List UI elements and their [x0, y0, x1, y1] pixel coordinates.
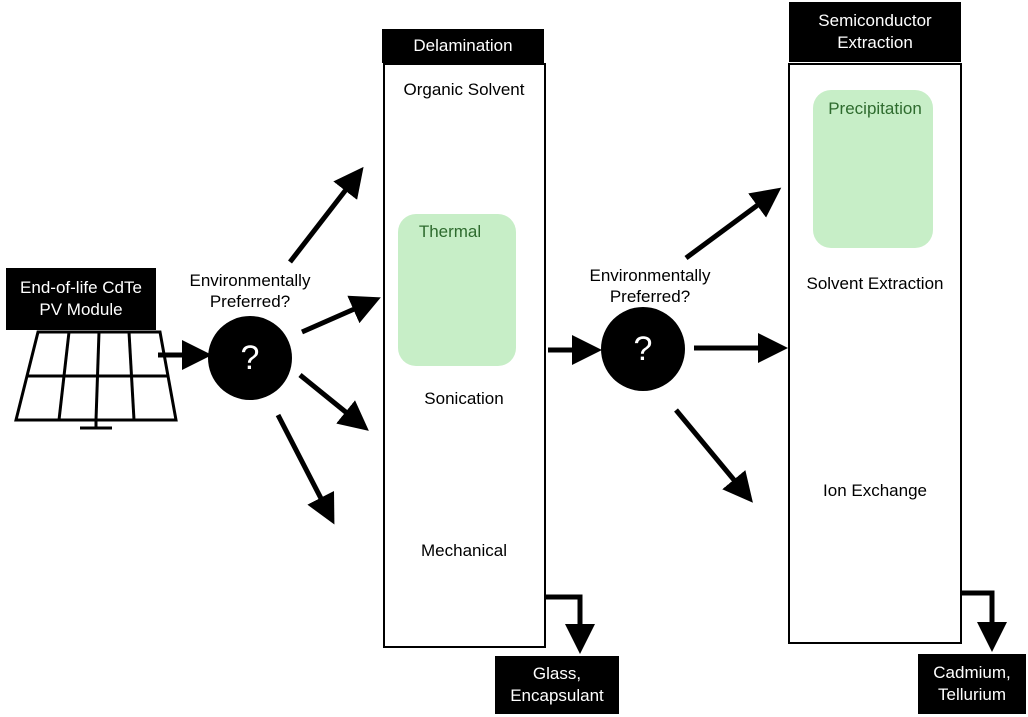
- arrow-to-mechanical: [275, 413, 335, 525]
- arrow-to-precipitation: [684, 187, 782, 261]
- arrow-to-sonication: [298, 373, 369, 431]
- decision1-question-line1: Environmentally: [189, 271, 311, 290]
- decision1-question-mark: ?: [240, 338, 260, 377]
- decision1-question-line2: Preferred?: [209, 292, 291, 311]
- output-glass-line1: Glass,: [532, 664, 582, 683]
- input-label-line2: PV Module: [39, 300, 123, 319]
- extraction-title-line1: Semiconductor: [818, 11, 932, 30]
- method-thermal: Thermal: [418, 222, 482, 241]
- output-cadmium-box: Cadmium, Tellurium: [918, 654, 1026, 714]
- input-label-line1: End-of-life CdTe: [20, 278, 142, 297]
- decision2-question-line2: Preferred?: [609, 287, 691, 306]
- method-solvent-extraction: Solvent Extraction: [806, 274, 944, 293]
- method-mechanical: Mechanical: [421, 541, 507, 560]
- decision1-circle: ?: [208, 316, 292, 400]
- decision2-circle: ?: [601, 307, 685, 391]
- precipitation-highlight: [813, 90, 933, 248]
- decision2-question-mark: ?: [633, 329, 653, 368]
- arrow-to-organic-solvent: [288, 166, 364, 264]
- output-glass-box: Glass, Encapsulant: [495, 656, 619, 714]
- delamination-title: Delamination: [382, 29, 544, 63]
- output-cadmium-line1: Cadmium,: [933, 663, 1011, 682]
- method-sonication: Sonication: [424, 389, 504, 408]
- method-organic-solvent: Organic Solvent: [403, 80, 525, 99]
- output-glass-line2: Encapsulant: [510, 686, 604, 705]
- arrow-to-glass-output: [545, 594, 595, 654]
- decision2-question-line1: Environmentally: [589, 266, 711, 285]
- extraction-title: Semiconductor Extraction: [789, 2, 961, 62]
- output-cadmium-line2: Tellurium: [937, 685, 1007, 704]
- decision1-question: Environmentally Preferred?: [170, 270, 330, 312]
- delamination-title-text: Delamination: [413, 36, 513, 55]
- arrow-to-thermal: [300, 295, 381, 335]
- arrow-to-cadmium-output: [962, 590, 1007, 652]
- method-ion-exchange: Ion Exchange: [823, 481, 927, 500]
- solar-panel-icon: [14, 330, 178, 430]
- arrow-to-ion-exchange: [674, 408, 753, 503]
- extraction-title-line2: Extraction: [837, 33, 913, 52]
- method-precipitation: Precipitation: [828, 99, 922, 118]
- thermal-highlight: [398, 214, 516, 366]
- decision2-question: Environmentally Preferred?: [570, 265, 730, 307]
- input-module-box: End-of-life CdTe PV Module: [6, 268, 156, 330]
